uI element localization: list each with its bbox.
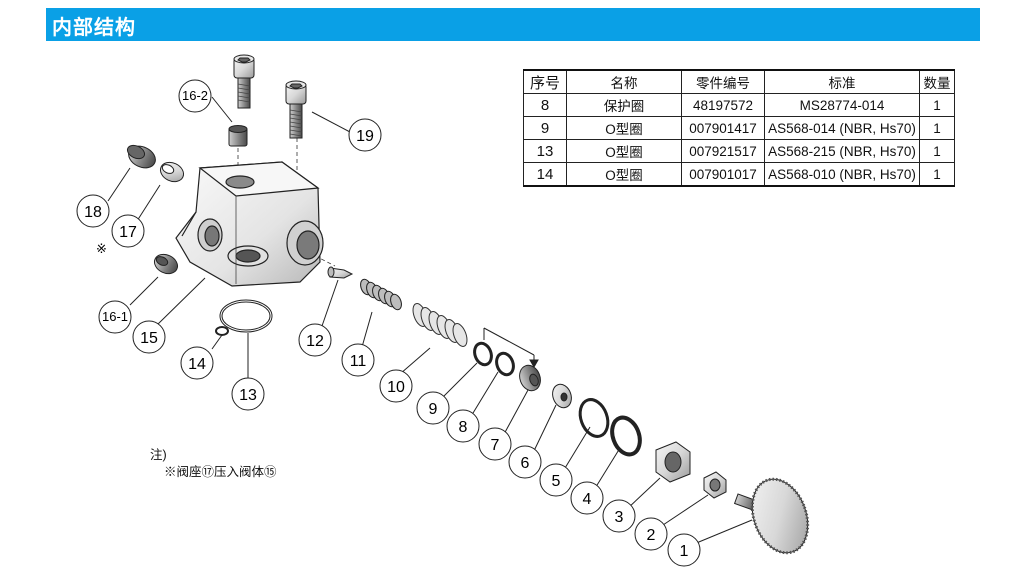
callout-label: 19 [356,128,374,145]
cell-no: 8 [523,93,567,117]
callout-label: 18 [84,204,102,221]
setscrew-part-16-2 [228,125,248,147]
group-bracket-arrow [483,327,539,369]
cell-qty: 1 [919,139,955,163]
callout-3: 3 [602,499,636,533]
callout-label: 2 [647,527,656,544]
setscrew-part-16-1 [153,253,179,275]
callout-label: 6 [521,455,530,472]
callout-label: 17 [119,224,137,241]
cell-qty: 1 [919,162,955,187]
callout-19: 19 [348,118,382,152]
callout-11: 11 [341,343,375,377]
cell-std: AS568-215 (NBR, Hs70) [764,139,920,163]
callout-label: 15 [140,330,158,347]
callout-12: 12 [298,323,332,357]
col-header-no: 序号 [523,69,567,94]
pin-part-12 [327,266,354,279]
spring-part-10 [412,303,468,347]
callout-14: 14 [180,346,214,380]
cell-no: 13 [523,139,567,163]
leader-lines [107,96,753,545]
callout-label: 5 [552,473,561,490]
table-row: 13 O型圈 007921517 AS568-215 (NBR, Hs70) 1 [523,139,955,163]
section-title: 内部结构 [52,15,136,39]
callout-label: 14 [188,356,206,373]
seat-part-6 [552,383,572,409]
cell-name: O型圈 [566,139,682,163]
callout-label: 10 [387,379,405,396]
callout-label: 7 [491,437,500,454]
bolt-part-19b [233,54,255,109]
callout-label: 11 [350,353,367,370]
callout-6: 6 [508,445,542,479]
callout-label: 3 [615,509,624,526]
oring-part-14 [215,326,229,336]
callout-18: 18 [76,194,110,228]
callout-16-2: 16-2 [178,79,212,113]
callout-8: 8 [446,409,480,443]
callout-17: 17 [111,214,145,248]
callout-label: 9 [429,401,438,418]
col-header-qty: 数量 [919,69,955,94]
oring-part-9 [473,341,493,367]
spring-part-11 [360,278,402,311]
nut-part-2 [703,471,727,499]
callout-label: 16-1 [102,309,128,324]
ring-part-4 [610,415,642,457]
valve-body-part-15 [175,161,324,287]
callout-10: 10 [379,369,413,403]
parts-table: 序号 名称 零件编号 标准 数量 8 保护圈 48197572 MS28774-… [523,69,955,187]
oring-part-13 [219,299,273,333]
poppet-part-7 [519,364,541,392]
table-row: 8 保护圈 48197572 MS28774-014 1 [523,93,955,117]
callout-label: 4 [583,491,592,508]
col-header-part: 零件编号 [681,69,765,94]
callout-label: 8 [459,419,468,436]
table-row: 9 O型圈 007901417 AS568-014 (NBR, Hs70) 1 [523,116,955,140]
bolt-part-19 [285,80,307,139]
cell-part: 007901017 [681,162,765,187]
callout-label: 13 [239,387,257,404]
callout-5: 5 [539,463,573,497]
cell-no: 14 [523,162,567,187]
asterisk-mark: ※ [96,241,107,256]
callout-1: 1 [667,533,701,567]
footnote: 注) ※阀座⑰压入阀体⑮ [150,447,277,481]
section-header: 内部结构 [46,8,980,41]
callout-9: 9 [416,391,450,425]
table-row: 14 O型圈 007901017 AS568-010 (NBR, Hs70) 1 [523,162,955,187]
callout-4: 4 [570,481,604,515]
cell-std: AS568-014 (NBR, Hs70) [764,116,920,140]
callout-label: 1 [680,543,689,560]
cell-name: O型圈 [566,116,682,140]
cell-std: MS28774-014 [764,93,920,117]
seat-part-17 [159,161,185,183]
plug-part-18 [126,144,156,169]
hexnut-part-3 [655,441,691,483]
backup-ring-part-8 [495,351,515,377]
callout-15: 15 [132,320,166,354]
callout-16-1: 16-1 [98,300,132,334]
callout-13: 13 [231,377,265,411]
washer-part-5 [578,398,610,438]
cell-name: O型圈 [566,162,682,187]
callout-label: 16-2 [182,88,208,103]
knob-part-1 [733,477,810,555]
callout-7: 7 [478,427,512,461]
callout-2: 2 [634,517,668,551]
callout-label: 12 [306,333,324,350]
footnote-label: 注) [150,448,167,462]
cell-name: 保护圈 [566,93,682,117]
footnote-text: ※阀座⑰压入阀体⑮ [164,465,277,479]
table-header-row: 序号 名称 零件编号 标准 数量 [523,69,955,94]
